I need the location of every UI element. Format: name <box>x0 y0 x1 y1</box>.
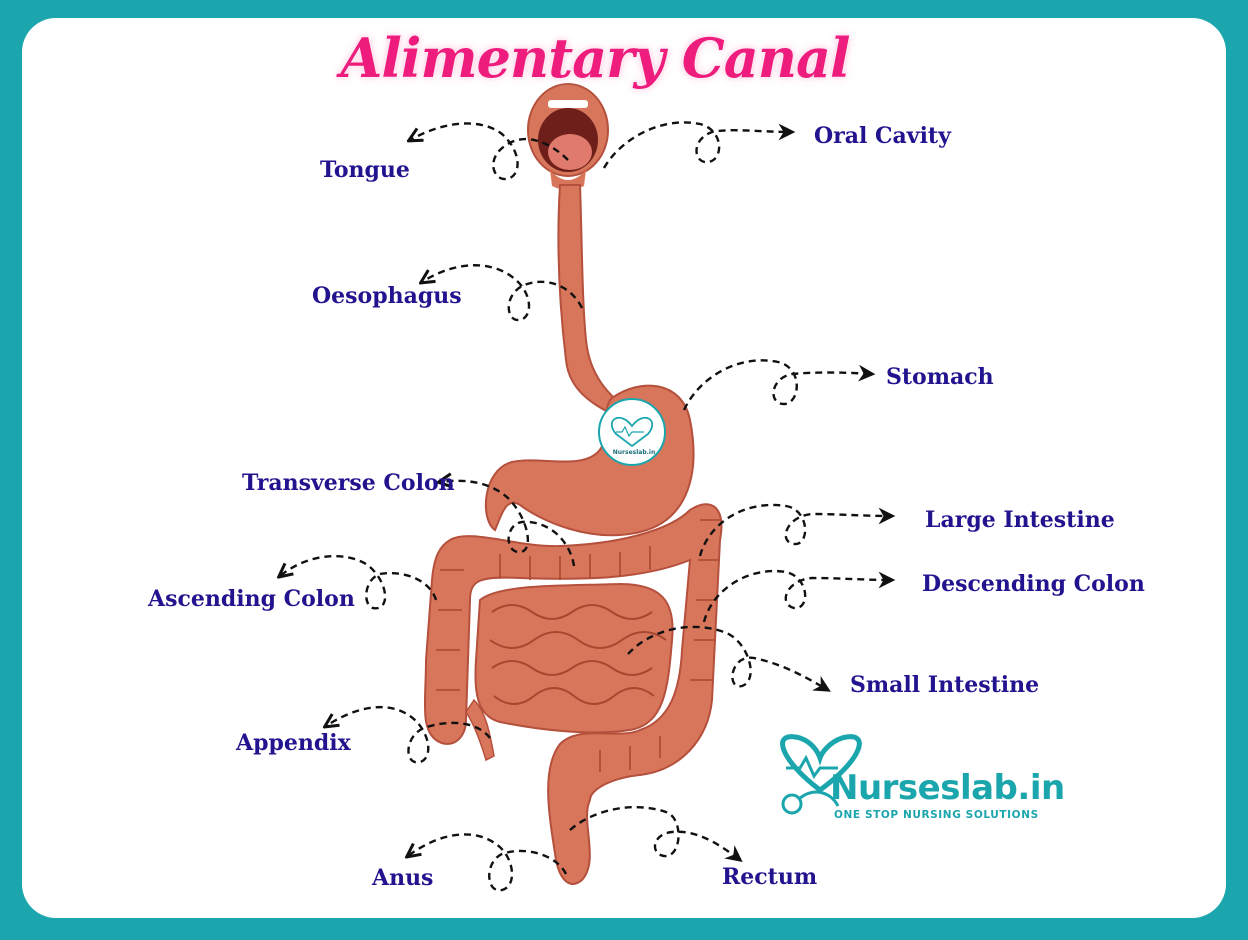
small-intestine-shape <box>474 582 674 734</box>
mouth-shape <box>527 83 609 190</box>
organ-illustration <box>423 83 723 885</box>
label-oesophagus: Oesophagus <box>312 283 462 309</box>
page-title: Alimentary Canal <box>340 26 851 90</box>
label-anus: Anus <box>372 865 434 891</box>
oesophagus-leader <box>422 264 584 322</box>
oesophagus-shape <box>557 184 643 421</box>
label-stomach: Stomach <box>886 364 994 390</box>
brand-name: Nurseslab.in <box>830 768 1065 808</box>
label-appendix: Appendix <box>236 730 351 756</box>
large-intestine-leader <box>698 503 896 557</box>
descending-colon-leader <box>702 569 896 623</box>
label-tongue: Tongue <box>320 157 410 183</box>
label-small-intestine: Small Intestine <box>850 672 1040 698</box>
oral-cavity-leader <box>602 121 796 169</box>
brand-tagline: ONE STOP NURSING SOLUTIONS <box>834 809 1039 821</box>
brand-logo: Nurseslab.in ONE STOP NURSING SOLUTIONS <box>778 735 1065 825</box>
transverse-colon-leader <box>440 481 576 567</box>
stomach-shape <box>484 384 695 537</box>
stamp-text: Nurseslab.in <box>612 449 656 456</box>
anus-leader <box>408 833 568 892</box>
appendix-leader <box>326 705 491 764</box>
label-oral-cavity: Oral Cavity <box>814 123 951 149</box>
label-transverse-colon: Transverse Colon <box>242 470 455 496</box>
label-ascending-colon: Ascending Colon <box>148 586 355 612</box>
ascending-colon-leader <box>280 554 438 610</box>
brand-logo-mark <box>780 734 862 815</box>
stamp-logo <box>598 398 666 466</box>
large-intestine-shape <box>423 503 723 885</box>
stomach-leader <box>682 359 876 411</box>
rectum-leader <box>569 805 743 863</box>
label-rectum: Rectum <box>722 864 818 890</box>
small-intestine-leader <box>627 625 831 692</box>
leader-lines <box>280 121 896 892</box>
label-large-intestine: Large Intestine <box>925 507 1115 533</box>
tongue-leader <box>410 122 569 181</box>
label-descending-colon: Descending Colon <box>922 571 1145 597</box>
